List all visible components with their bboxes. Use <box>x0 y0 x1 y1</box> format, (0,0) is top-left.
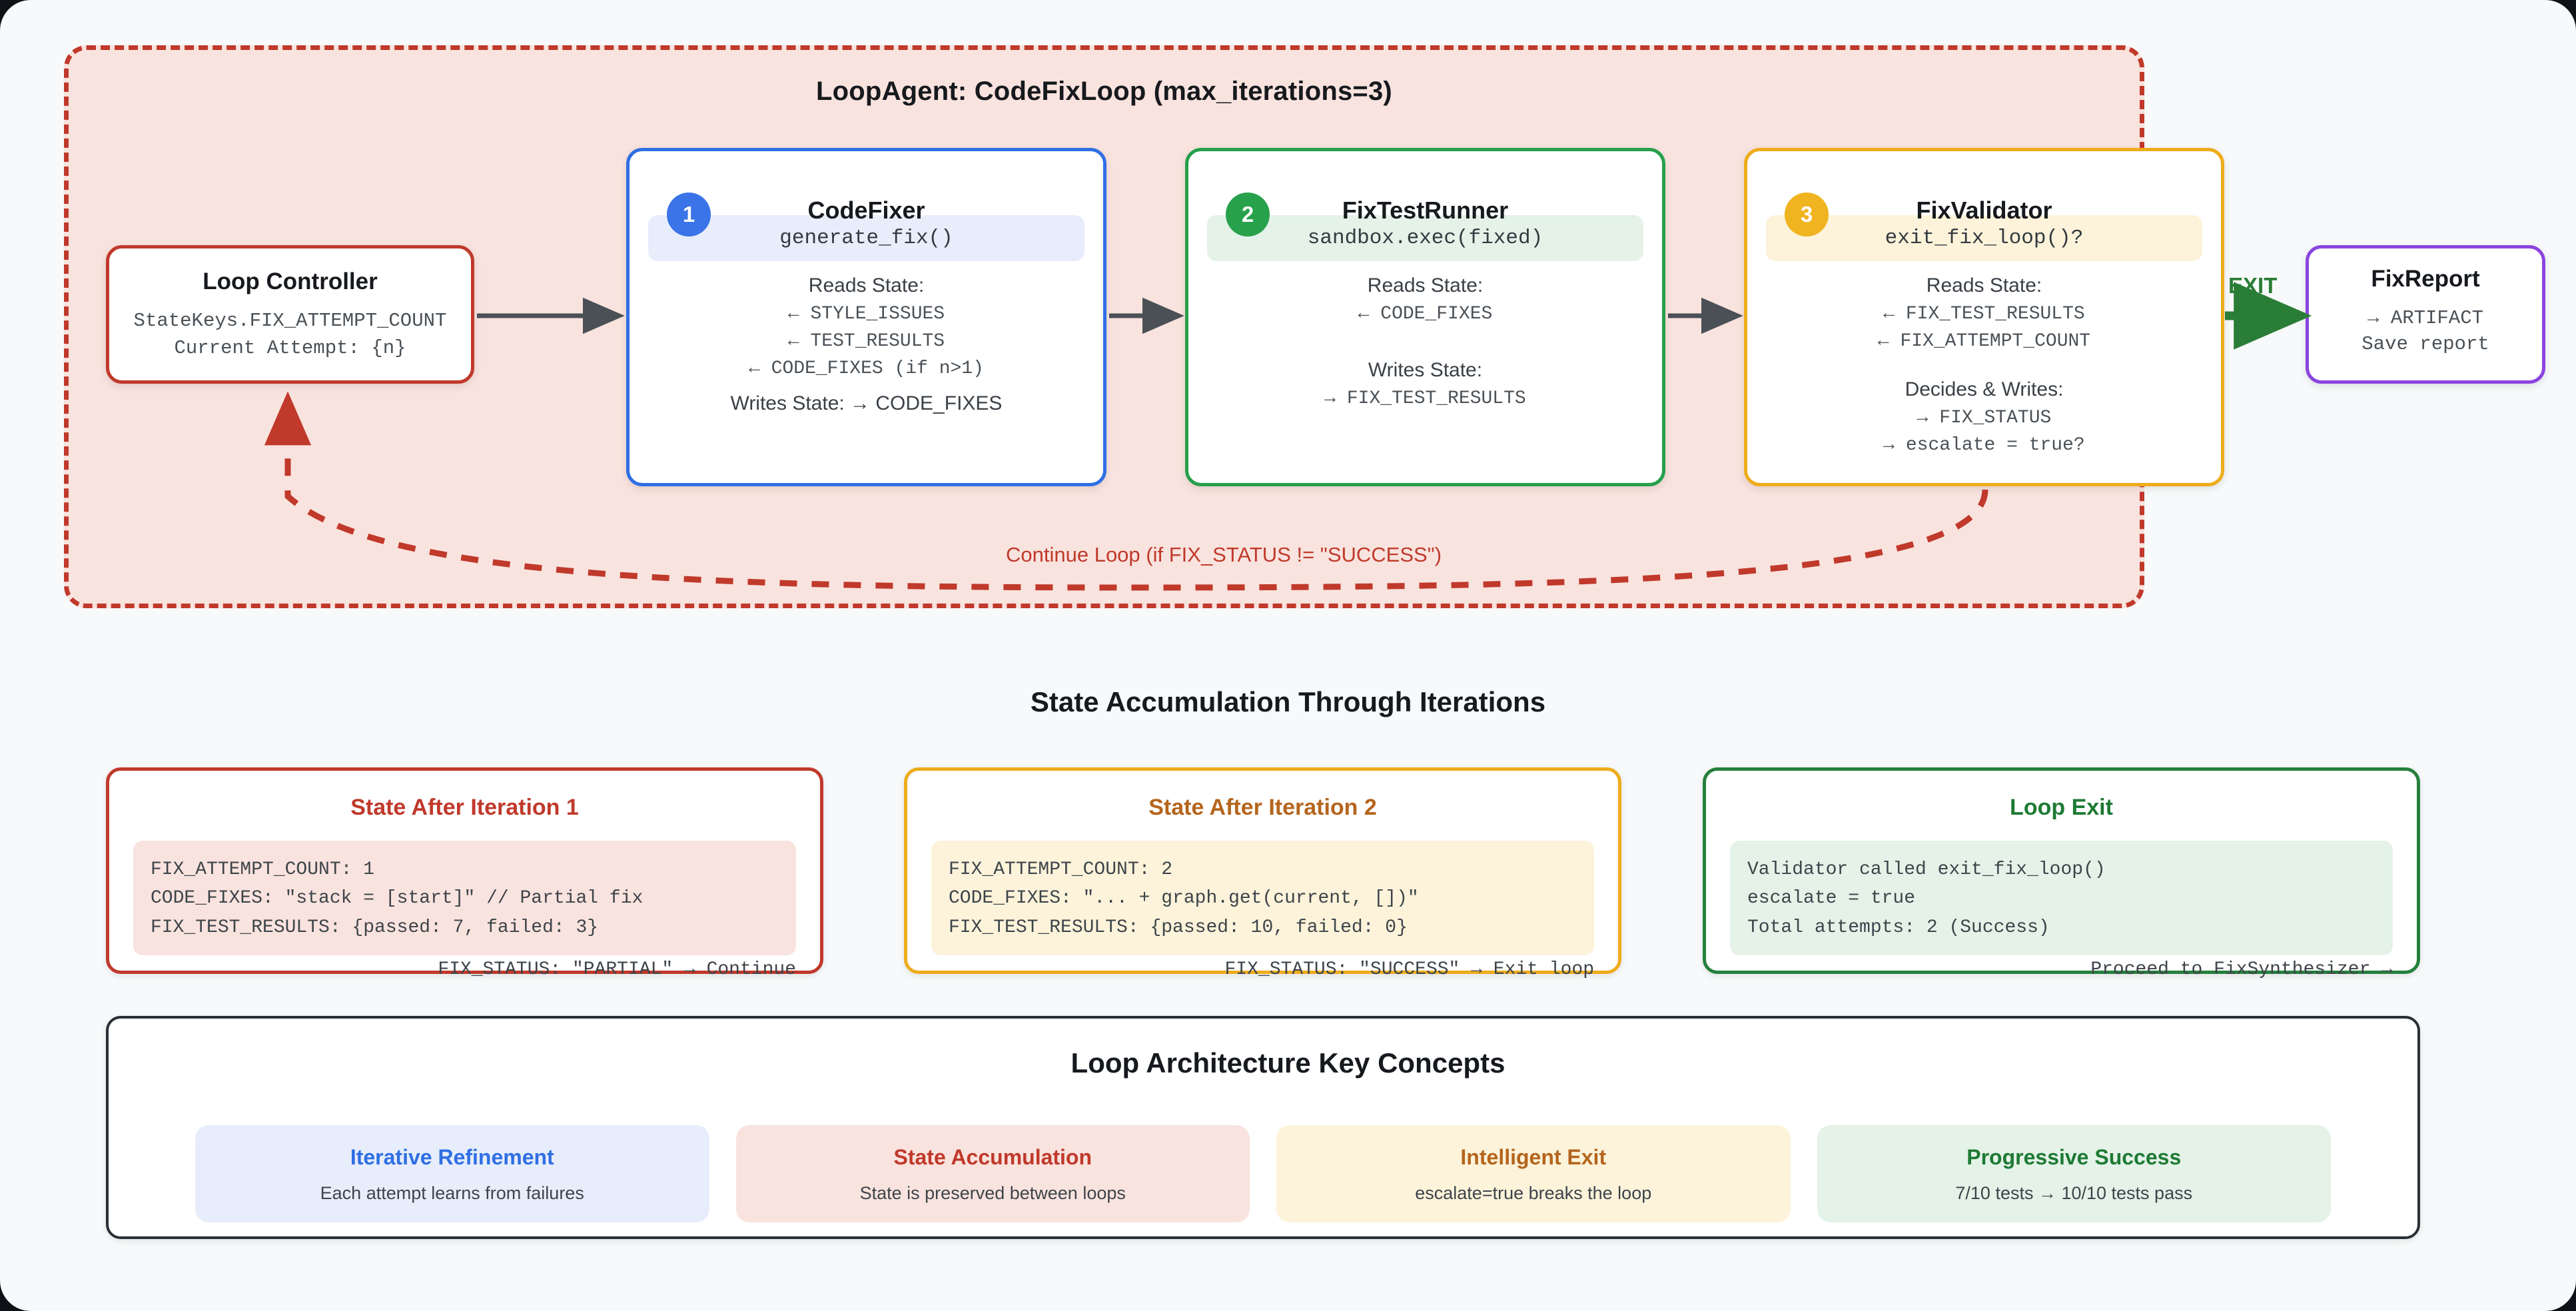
state-card-iteration-2[interactable]: State After Iteration 2 FIX_ATTEMPT_COUN… <box>904 767 1621 980</box>
loop-controller-attempt: Current Attempt: {n} <box>174 337 406 359</box>
node-fixreport[interactable]: FixReport → ARTIFACT Save report <box>2306 245 2545 384</box>
state-card-2-body: FIX_ATTEMPT_COUNT: 2 CODE_FIXES: "... + … <box>931 841 1594 956</box>
state-section-title: State Accumulation Through Iterations <box>1030 686 1546 717</box>
state-card-3-title: Loop Exit <box>2010 795 2113 820</box>
concept-3-title: Progressive Success <box>1966 1145 2182 1169</box>
state-card-1-line-2: FIX_TEST_RESULTS: {passed: 7, failed: 3} <box>151 917 599 938</box>
loop-controller-statekey: StateKeys.FIX_ATTEMPT_COUNT <box>133 310 447 332</box>
node-fixvalidator[interactable]: 3 FixValidator exit_fix_loop()? Reads St… <box>1744 148 2224 486</box>
concept-intelligent-exit[interactable]: Intelligent Exit escalate=true breaks th… <box>1276 1125 1791 1222</box>
node-fixreport-save: Save report <box>2361 333 2489 355</box>
node-codefixer-call-chip: generate_fix() <box>648 215 1084 261</box>
state-card-loop-exit[interactable]: Loop Exit Validator called exit_fix_loop… <box>1703 767 2420 980</box>
state-card-1-title: State After Iteration 1 <box>350 795 579 820</box>
concept-3-subtitle: 7/10 tests → 10/10 tests pass <box>1955 1183 2193 1203</box>
node-fixvalidator-write-1: → escalate = true? <box>1883 435 2085 456</box>
node-fixvalidator-reads-label: Reads State: <box>1926 274 2042 296</box>
state-card-1-footer: FIX_STATUS: "PARTIAL" → Continue <box>438 959 796 981</box>
key-concepts-row: Iterative Refinement Each attempt learns… <box>195 1125 2331 1222</box>
state-card-2-title: State After Iteration 2 <box>1148 795 1377 820</box>
concept-state-accumulation[interactable]: State Accumulation State is preserved be… <box>735 1125 1250 1222</box>
state-card-iteration-1[interactable]: State After Iteration 1 FIX_ATTEMPT_COUN… <box>106 767 823 980</box>
concept-0-title: Iterative Refinement <box>350 1145 554 1169</box>
state-card-3-line-0: Validator called exit_fix_loop() <box>1747 859 2106 880</box>
node-fixtestrunner-step-badge: 2 <box>1226 193 1270 236</box>
continue-loop-label: Continue Loop (if FIX_STATUS != "SUCCESS… <box>1006 543 1442 566</box>
node-fixvalidator-call-chip: exit_fix_loop()? <box>1766 215 2202 261</box>
node-fixvalidator-writes-label: Decides & Writes: <box>1905 378 2064 400</box>
node-fixtestrunner-title: FixTestRunner <box>1342 197 1509 224</box>
exit-arrow-label: EXIT <box>2228 273 2278 298</box>
concept-iterative-refinement[interactable]: Iterative Refinement Each attempt learns… <box>195 1125 709 1222</box>
concept-0-subtitle: Each attempt learns from failures <box>320 1183 584 1203</box>
node-fixvalidator-step-badge: 3 <box>1785 193 1829 236</box>
concept-1-subtitle: State is preserved between loops <box>859 1183 1126 1203</box>
concept-2-title: Intelligent Exit <box>1460 1145 1607 1169</box>
node-codefixer-read-1: ← TEST_RESULTS <box>787 331 945 352</box>
key-concepts-title: Loop Architecture Key Concepts <box>1071 1047 1505 1079</box>
state-card-2-line-1: CODE_FIXES: "... + graph.get(current, []… <box>949 888 1419 909</box>
node-fixtestrunner-read-0: ← CODE_FIXES <box>1358 304 1493 324</box>
node-fixvalidator-header: 3 FixValidator <box>1747 151 2221 236</box>
state-card-1-line-1: CODE_FIXES: "stack = [start]" // Partial… <box>151 888 644 909</box>
state-card-3-body: Validator called exit_fix_loop() escalat… <box>1730 841 2393 956</box>
state-card-2-footer: FIX_STATUS: "SUCCESS" → Exit loop <box>1224 959 1595 981</box>
node-fixreport-artifact: → ARTIFACT <box>2367 307 2484 329</box>
node-fixtestrunner[interactable]: 2 FixTestRunner sandbox.exec(fixed) Read… <box>1185 148 1665 486</box>
node-codefixer-writes-label: Writes State: → CODE_FIXES <box>730 392 1003 414</box>
concept-progressive-success[interactable]: Progressive Success 7/10 tests → 10/10 t… <box>1817 1125 2331 1222</box>
node-codefixer-read-2: ← CODE_FIXES (if n>1) <box>749 358 984 379</box>
node-codefixer-title: CodeFixer <box>807 197 925 224</box>
state-card-3-footer: Proceed to FixSynthesizer → <box>2090 959 2393 981</box>
node-fixvalidator-write-0: → FIX_STATUS <box>1917 408 2052 428</box>
node-fixvalidator-read-1: ← FIX_ATTEMPT_COUNT <box>1877 331 2091 352</box>
node-fixtestrunner-write-0: → FIX_TEST_RESULTS <box>1324 388 1526 409</box>
node-fixreport-title: FixReport <box>2371 266 2480 292</box>
concept-2-subtitle: escalate=true breaks the loop <box>1415 1183 1652 1203</box>
node-fixtestrunner-writes-label: Writes State: <box>1368 359 1483 381</box>
node-fixvalidator-title: FixValidator <box>1916 197 2052 224</box>
state-card-1-line-0: FIX_ATTEMPT_COUNT: 1 <box>151 859 375 880</box>
node-fixtestrunner-call-chip: sandbox.exec(fixed) <box>1207 215 1643 261</box>
loop-agent-title: LoopAgent: CodeFixLoop (max_iterations=3… <box>816 77 1392 106</box>
state-card-1-body: FIX_ATTEMPT_COUNT: 1 CODE_FIXES: "stack … <box>133 841 796 956</box>
node-codefixer-step-badge: 1 <box>667 193 711 236</box>
state-card-3-line-2: Total attempts: 2 (Success) <box>1747 917 2050 938</box>
node-codefixer-read-0: ← STYLE_ISSUES <box>787 304 945 324</box>
loop-controller-node[interactable]: Loop Controller StateKeys.FIX_ATTEMPT_CO… <box>106 245 474 384</box>
node-codefixer-reads-label: Reads State: <box>808 274 925 296</box>
concept-1-title: State Accumulation <box>893 1145 1092 1169</box>
node-codefixer-header: 1 CodeFixer <box>630 151 1103 236</box>
node-codefixer[interactable]: 1 CodeFixer generate_fix() Reads State: … <box>626 148 1106 486</box>
state-card-2-line-0: FIX_ATTEMPT_COUNT: 2 <box>949 859 1173 880</box>
key-concepts-panel: Iterative Refinement Each attempt learns… <box>106 1016 2420 1239</box>
loop-controller-title: Loop Controller <box>203 268 378 294</box>
node-fixtestrunner-header: 2 FixTestRunner <box>1188 151 1662 236</box>
state-card-3-line-1: escalate = true <box>1747 888 1916 909</box>
node-fixtestrunner-reads-label: Reads State: <box>1367 274 1484 296</box>
node-fixvalidator-read-0: ← FIX_TEST_RESULTS <box>1883 304 2085 324</box>
state-card-2-line-2: FIX_TEST_RESULTS: {passed: 10, failed: 0… <box>949 917 1408 938</box>
